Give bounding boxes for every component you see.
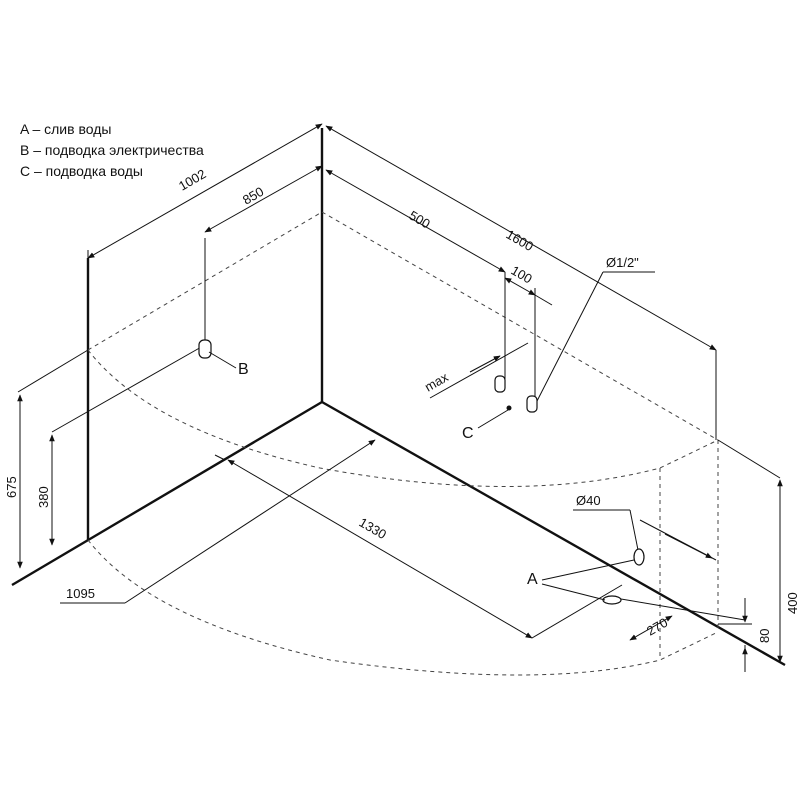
- legend: A – слив воды B – подводка электричества…: [20, 121, 204, 179]
- dim-675: 675: [4, 476, 19, 498]
- dim-1600: 1600: [504, 227, 537, 254]
- tub-top-front-arc: [87, 349, 719, 487]
- water-connection-point-icon: [506, 405, 512, 411]
- dim-380: 380: [36, 486, 51, 508]
- walls: [11, 128, 786, 667]
- dim-line-270: [629, 615, 673, 641]
- water-inlet-cold-icon: [526, 395, 538, 413]
- dim-1095: 1095: [66, 586, 95, 601]
- wall-floor-right: [321, 400, 786, 667]
- legend-item-c: C – подводка воды: [20, 163, 143, 179]
- dim-pipe-diameter: Ø1/2": [606, 255, 639, 270]
- bathtub-outline: [87, 211, 719, 676]
- dim-400: 400: [785, 592, 800, 614]
- dim-line-850: [204, 165, 323, 233]
- dim-1002: 1002: [176, 166, 209, 193]
- callout-a: A: [527, 571, 538, 588]
- dim-270: 270: [644, 615, 670, 639]
- dim-80: 80: [757, 629, 772, 643]
- callout-c: C: [462, 425, 474, 442]
- overflow-drain-icon: [633, 548, 645, 566]
- floor-drain-icon: [602, 595, 622, 605]
- callout-b: B: [238, 361, 249, 378]
- dim-line-1330: [227, 459, 533, 639]
- dim-line-100: [504, 277, 536, 296]
- callouts: B C A: [208, 351, 635, 601]
- legend-item-a: A – слив воды: [20, 121, 111, 137]
- legend-item-b: B – подводка электричества: [20, 142, 204, 158]
- dim-max: max: [422, 369, 451, 395]
- dimension-lines: 1002 850 500 1600 100 Ø1/2" max 675: [4, 123, 800, 672]
- dim-500: 500: [407, 208, 433, 232]
- dim-line-1600: [325, 125, 717, 351]
- fittings: [198, 339, 645, 605]
- wall-floor-left: [11, 400, 323, 587]
- dim-line-1095: [124, 439, 376, 604]
- dim-100: 100: [509, 263, 535, 287]
- water-inlet-hot-icon: [494, 375, 506, 393]
- electrical-outlet-icon: [198, 339, 212, 359]
- dim-850: 850: [240, 184, 266, 208]
- dim-drain-diameter: Ø40: [576, 493, 601, 508]
- tub-bottom-front-arc: [87, 539, 719, 676]
